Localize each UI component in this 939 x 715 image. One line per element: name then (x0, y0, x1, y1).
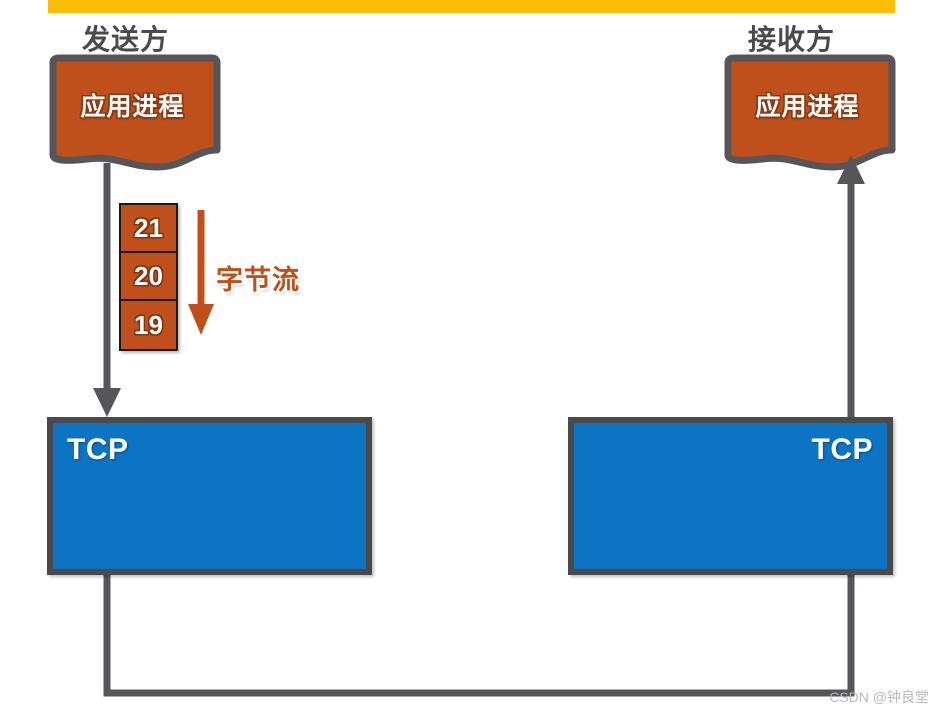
byte-stream-stack: 21 20 19 (119, 203, 178, 351)
byte-stream-arrow-icon (186, 210, 216, 335)
top-accent-bar (48, 0, 895, 13)
byte-stream-label: 字节流 (216, 265, 300, 295)
sender-downward-arrow-icon (93, 163, 121, 417)
sender-title: 发送方 (82, 24, 170, 55)
document-shape-icon (724, 54, 896, 171)
sender-tcp-label: TCP (67, 433, 129, 466)
receiver-app-process-shape: 应用进程 (720, 54, 896, 171)
watermark: CSDN @钟良堂 (829, 689, 929, 705)
sender-app-process-shape: 应用进程 (45, 54, 221, 171)
byte-cell: 21 (121, 205, 176, 253)
byte-cell: 19 (121, 301, 176, 349)
byte-cell: 20 (121, 253, 176, 301)
receiver-tcp-box: TCP (568, 417, 893, 575)
receiver-title: 接收方 (748, 24, 836, 55)
receiver-tcp-label: TCP (811, 433, 873, 466)
tcp-connection-link (103, 575, 855, 697)
sender-tcp-box: TCP (47, 417, 372, 575)
receiver-upward-arrow-icon (837, 155, 865, 417)
document-shape-icon (49, 54, 221, 171)
